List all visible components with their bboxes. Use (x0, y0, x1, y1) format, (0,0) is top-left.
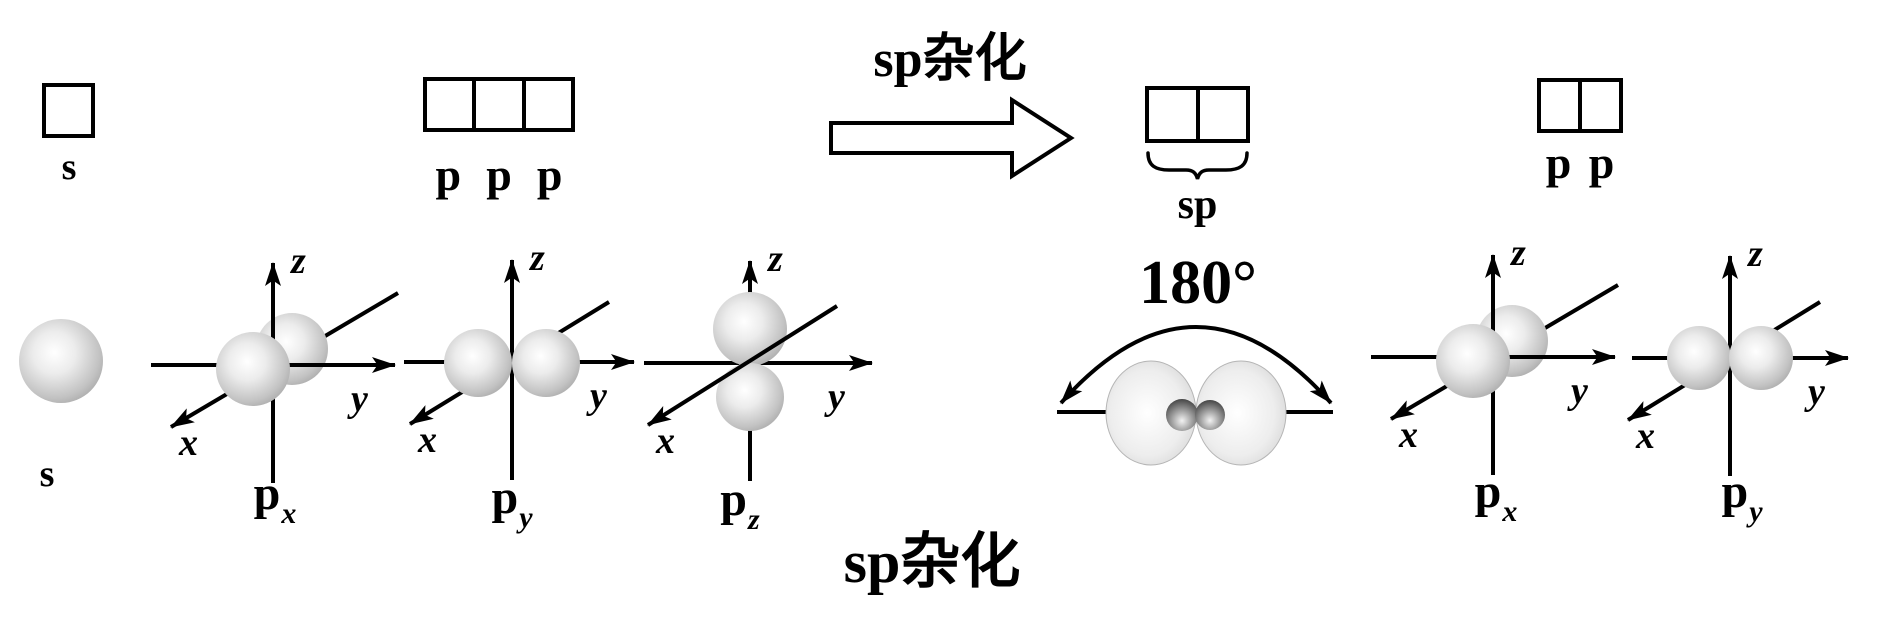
pp-box-cell (1541, 82, 1578, 129)
diagram-caption: sp杂化 (843, 529, 1021, 595)
px-orbital-label-left: px (233, 470, 317, 529)
x-axis-label: x (178, 422, 198, 464)
p-box-label: p (536, 149, 563, 200)
p-box-label: p (435, 149, 462, 200)
p-box-cell (526, 81, 571, 128)
p-box-cell (427, 81, 472, 128)
sp-box-cell (1200, 90, 1247, 139)
pz-orbital-diagram: z y x (644, 241, 873, 481)
py-orbital-label-right: py (1700, 468, 1784, 527)
pp-box-cell (1582, 82, 1619, 129)
px-orbital-label-right: px (1454, 468, 1538, 527)
orbital-label-base: p (1474, 465, 1502, 518)
orbital-label-sub: y (1749, 495, 1763, 528)
py-left-lobe (444, 329, 512, 397)
pp-box-label: p (1545, 137, 1572, 188)
angle-arc (1059, 325, 1333, 405)
py-orbital-diagram-left: z y x (404, 240, 635, 480)
px-orbital-diagram-right: z y x (1371, 235, 1620, 475)
py-right-lobe (1729, 326, 1793, 390)
s-box-label: s (61, 146, 77, 188)
s-orbital-sphere (19, 319, 103, 403)
x-axis-label: x (417, 419, 437, 461)
orbital-label-sub: x (281, 497, 297, 530)
py-orbital-label-left: py (470, 474, 554, 533)
orbital-label-base: p (253, 467, 281, 520)
x-axis (646, 304, 839, 427)
y-axis-label: y (1804, 371, 1825, 413)
y-axis-label: y (347, 378, 368, 420)
s-orbital-label: s (39, 453, 55, 495)
pz-orbital-label: pz (698, 476, 782, 535)
p-orbital-boxes (423, 77, 575, 132)
y-axis-label: y (824, 376, 845, 418)
box-divider (472, 81, 477, 128)
brace-path (1146, 151, 1249, 180)
block-arrow-shape (829, 96, 1075, 180)
orbital-label-sub: x (1502, 495, 1518, 528)
z-axis-label: z (1746, 236, 1763, 275)
z-axis-label: z (289, 243, 306, 282)
px-front-lobe (216, 332, 290, 406)
hybrid-small-lobe-left (1166, 399, 1198, 431)
py-left-lobe (1667, 326, 1731, 390)
p-box-cell (476, 81, 521, 128)
s-sphere-lobe (19, 319, 103, 403)
sp-box-cell (1149, 90, 1196, 139)
x-axis-label: x (655, 420, 675, 462)
x-axis-label: x (1398, 414, 1418, 456)
z-axis-label: z (1509, 235, 1526, 274)
sp-underbrace (1146, 151, 1249, 180)
x-axis-label: x (1635, 415, 1655, 457)
box-divider (1578, 82, 1582, 129)
hybridization-arrow-label: sp杂化 (873, 31, 1027, 88)
z-axis-label: z (528, 240, 545, 279)
hybrid-small-lobe-right (1195, 400, 1225, 430)
y-axis-label: y (1567, 370, 1588, 412)
py-orbital-diagram-right: z y x (1626, 236, 1849, 476)
orbital-label-sub: z (748, 503, 760, 536)
p-box-label: p (486, 149, 512, 200)
pp-boxes-labels: p p (1537, 140, 1623, 186)
orbital-label-sub: y (519, 501, 533, 534)
py-right-lobe (512, 329, 580, 397)
px-front-lobe (1436, 324, 1510, 398)
s-orbital-box (42, 83, 95, 138)
orbital-label-base: p (491, 471, 519, 524)
sp-angle-label: 180° (1139, 249, 1257, 317)
orbital-label-base: p (1721, 465, 1749, 518)
box-divider (521, 81, 526, 128)
pz-bottom-lobe (716, 363, 784, 431)
pp-box-label: p (1588, 137, 1615, 188)
pp-orbital-boxes (1537, 78, 1623, 133)
hybridization-arrow (829, 96, 1075, 180)
px-orbital-diagram-left: z y x (151, 243, 400, 483)
pz-top-lobe (713, 292, 787, 366)
p-boxes-labels: p p p (423, 152, 575, 198)
box-divider (1195, 90, 1200, 139)
orbital-label-base: p (720, 473, 747, 526)
sp-hybrid-orbital (1057, 325, 1333, 466)
sp-hybrid-boxes (1145, 86, 1250, 143)
sp-group-label: sp (1177, 182, 1218, 228)
z-axis-label: z (766, 241, 783, 280)
y-axis-label: y (586, 375, 607, 417)
